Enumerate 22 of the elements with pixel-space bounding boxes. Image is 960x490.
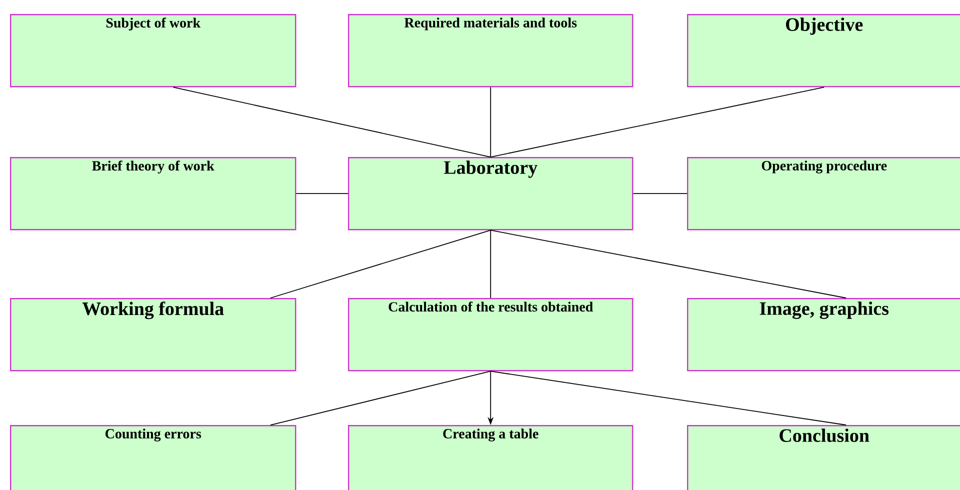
- connector-line: [490, 230, 846, 298]
- process-box: Laboratory: [348, 157, 634, 230]
- process-box: Subject of work: [10, 14, 296, 88]
- process-box: Counting errors: [10, 425, 296, 490]
- process-box: Calculation of the results obtained: [348, 298, 634, 372]
- connector-line: [270, 370, 492, 426]
- process-box: Brief theory of work: [10, 157, 296, 230]
- process-box: Creating a table: [348, 425, 634, 490]
- connector-line: [296, 193, 348, 194]
- process-box: Working formula: [10, 298, 296, 372]
- process-box: Operating procedure: [687, 157, 960, 230]
- connector-line: [490, 86, 825, 158]
- process-box: Image, graphics: [687, 298, 960, 372]
- connector-line: [490, 86, 492, 158]
- connector-line: [172, 86, 492, 158]
- connector-line: [490, 230, 492, 298]
- connector-line: [490, 370, 846, 426]
- process-box: Objective: [687, 14, 960, 88]
- connector-line: [270, 230, 492, 298]
- connector-line: [632, 193, 688, 194]
- process-box: Required materials and tools: [348, 14, 634, 88]
- process-box: Conclusion: [687, 425, 960, 490]
